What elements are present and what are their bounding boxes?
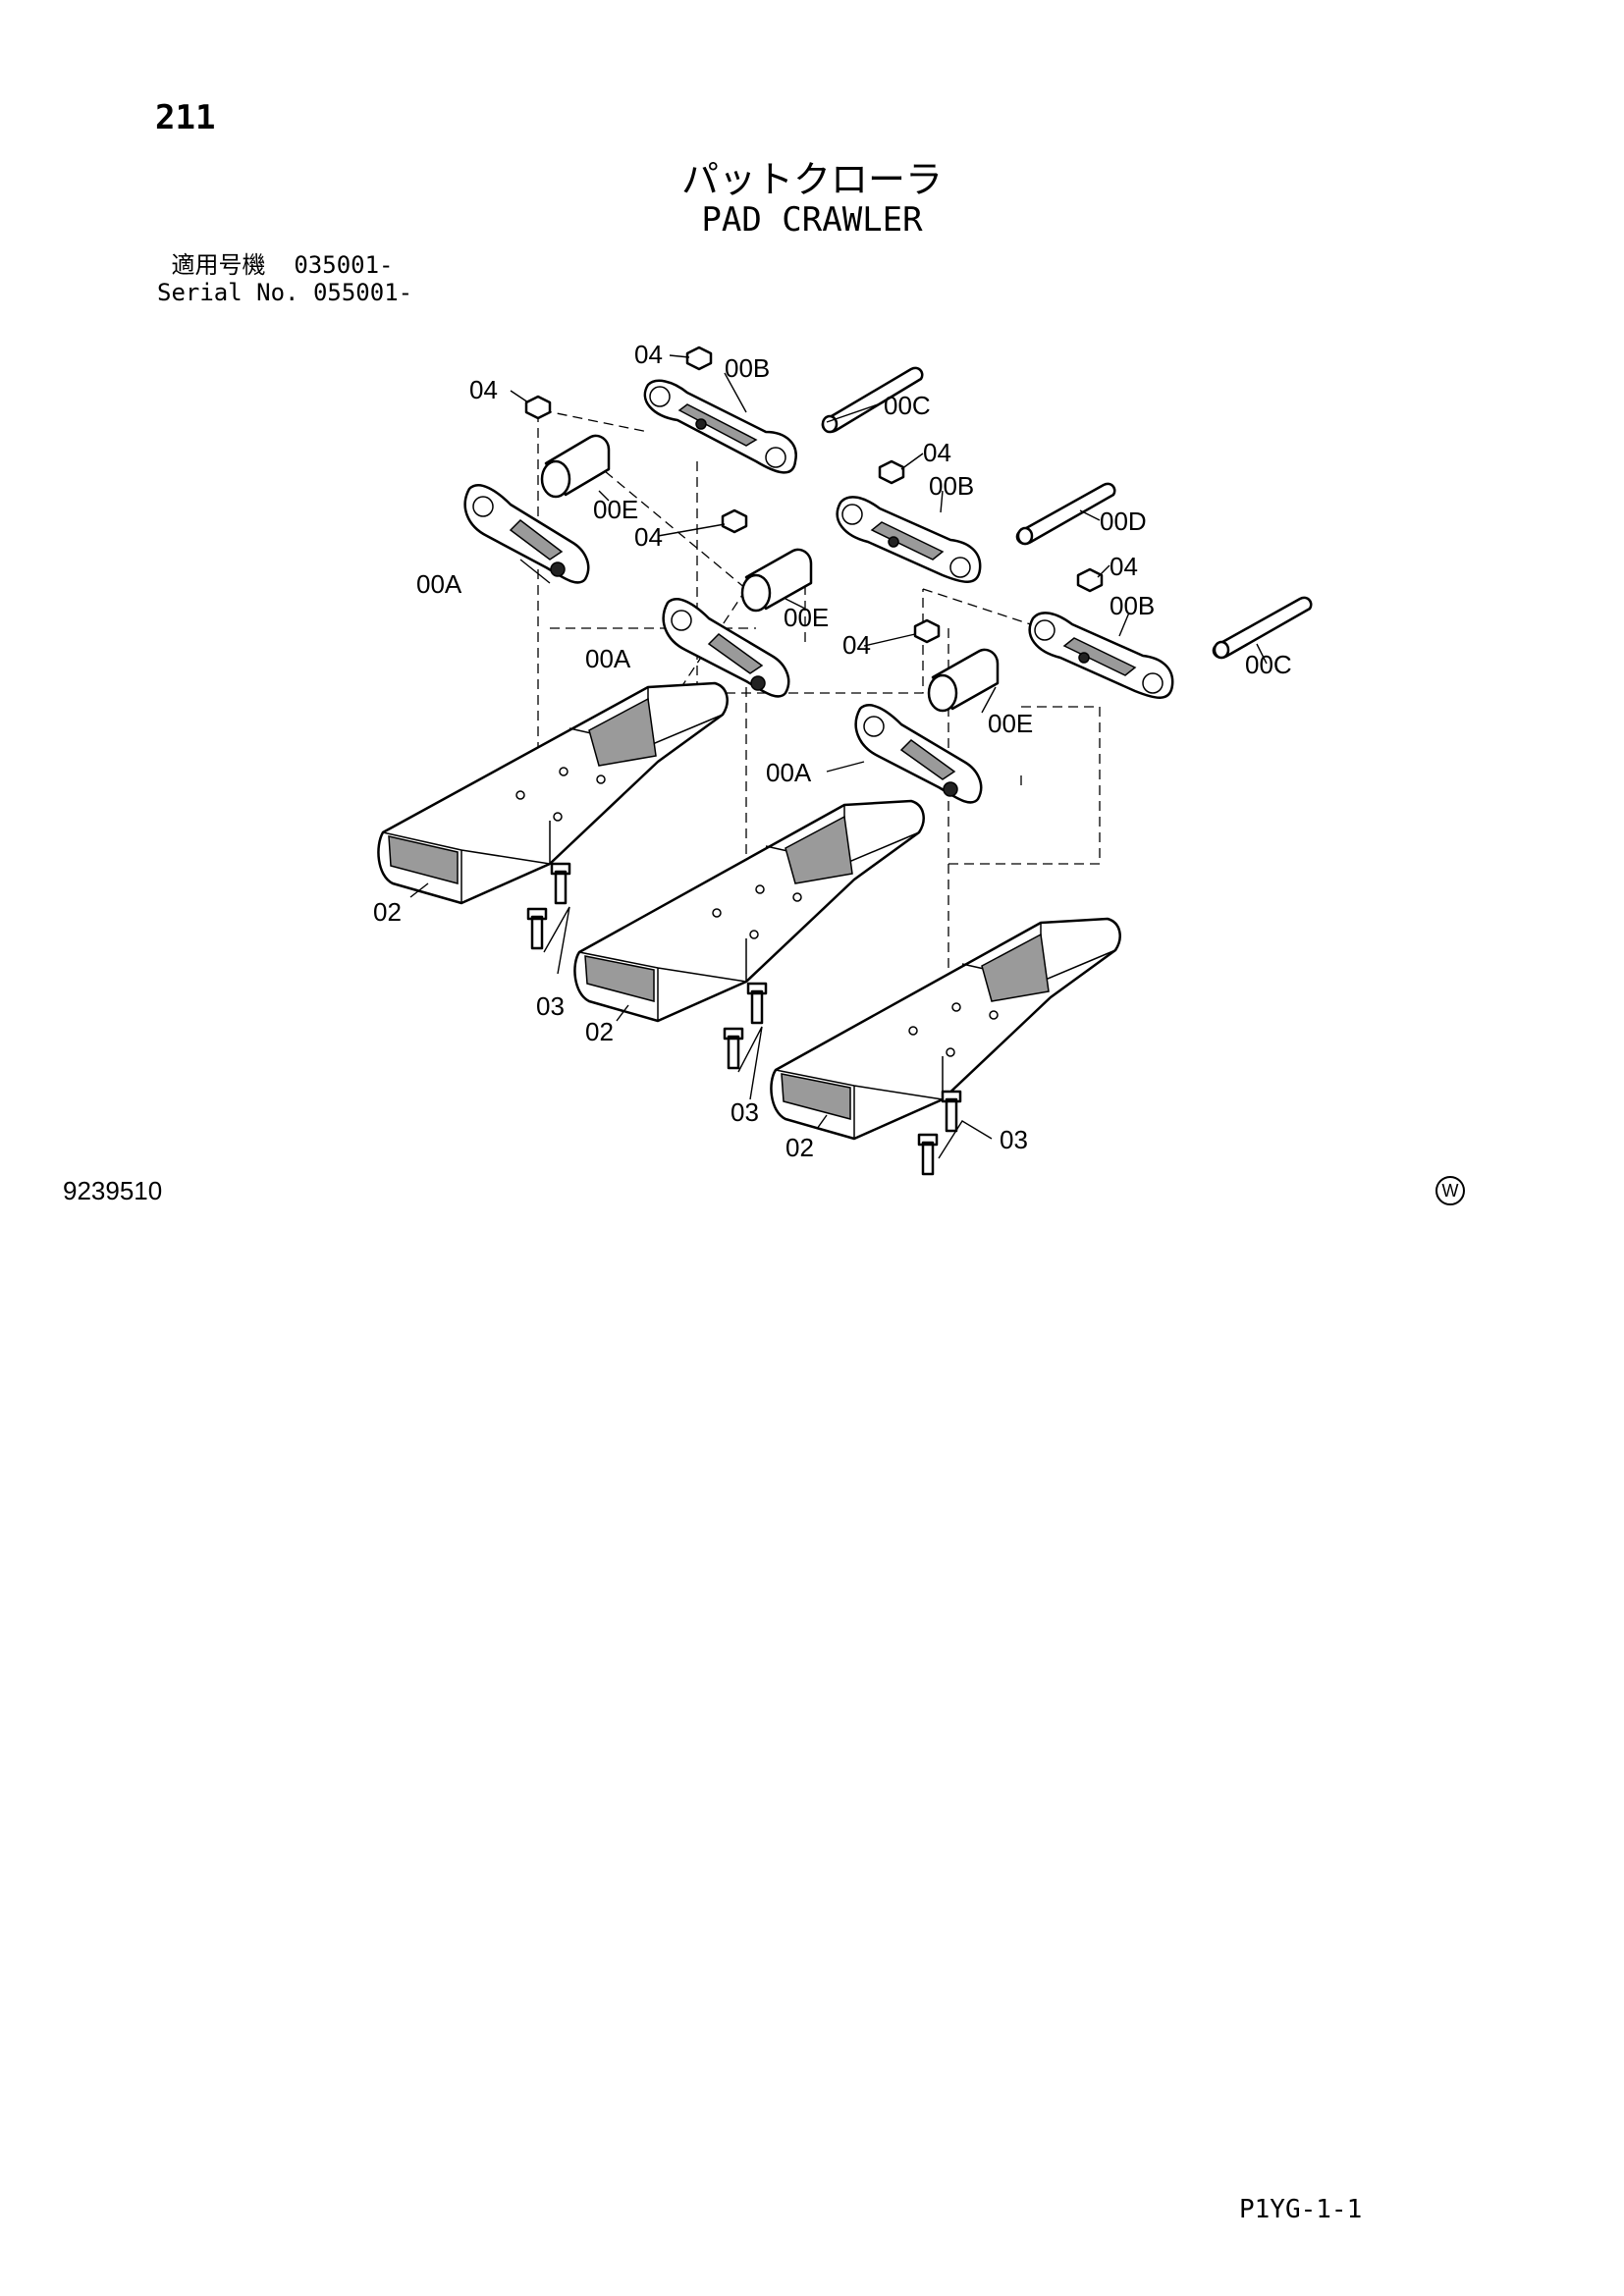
serial-value-jp: 035001- — [294, 251, 394, 279]
nut-04-group — [524, 346, 1104, 644]
drawing-id: 9239510 — [63, 1176, 163, 1205]
exploded-parts-diagram: 04 04 00B 00C 04 00B 00E 04 00D 00A 04 0… — [373, 340, 1313, 1176]
callout-c17: 00E — [988, 709, 1033, 738]
bush-00e-lower — [927, 648, 1000, 713]
title-japanese: パットクローラ — [680, 158, 943, 201]
link-00b-right — [1028, 612, 1174, 699]
callout-c07: 00E — [593, 495, 638, 524]
serial-applicability: 適用号機 035001- Serial No. 055001- — [157, 251, 412, 306]
page-code: P1YG-1-1 — [1239, 2195, 1363, 2224]
link-00b-top — [643, 379, 797, 474]
callout-c15: 04 — [842, 630, 871, 660]
link-00a-middle — [662, 598, 790, 698]
callout-c23: 02 — [785, 1133, 814, 1162]
link-00b-middle — [836, 496, 982, 583]
callout-c19: 02 — [373, 897, 402, 927]
bush-00e-top — [540, 434, 611, 499]
callout-c01: 04 — [469, 375, 498, 404]
title-english: PAD CRAWLER — [701, 200, 923, 240]
pad-shoe-1 — [377, 681, 729, 905]
page-number: 211 — [155, 98, 216, 137]
link-00a-lower — [854, 704, 983, 804]
callout-c18: 00A — [766, 758, 812, 787]
serial-row-en: Serial No. 055001- — [157, 279, 412, 306]
callout-c12: 00B — [1110, 591, 1155, 620]
callout-c21: 02 — [585, 1017, 614, 1046]
callout-c22: 03 — [731, 1097, 759, 1127]
callout-c14: 00A — [585, 644, 631, 673]
serial-label-en: Serial No. — [157, 279, 299, 306]
pad-shoe-2 — [573, 799, 925, 1023]
leader-lines — [409, 354, 1268, 1159]
brand-mark-icon: W — [1435, 1176, 1465, 1205]
serial-label-jp: 適用号機 — [171, 251, 266, 279]
callout-c02: 04 — [634, 340, 663, 369]
callout-c09: 00D — [1100, 507, 1147, 536]
bolt-03-group — [526, 862, 962, 1176]
callout-c11: 04 — [1110, 552, 1138, 581]
callout-c08: 04 — [634, 522, 663, 552]
serial-row-jp: 適用号機 035001- — [157, 251, 412, 279]
callout-c20: 03 — [536, 991, 565, 1021]
callout-c04: 00C — [884, 391, 931, 420]
callout-c16: 00C — [1245, 650, 1292, 679]
callout-c24: 03 — [1000, 1125, 1028, 1154]
callout-c13: 00E — [784, 603, 829, 632]
callout-c06: 00B — [929, 471, 974, 501]
pin-00c-right — [1212, 596, 1313, 660]
callout-c05: 04 — [923, 438, 951, 467]
link-00a-top — [463, 484, 590, 584]
pin-00d — [1015, 482, 1116, 546]
pad-shoe-3 — [770, 917, 1121, 1141]
bush-00e-middle — [740, 548, 813, 613]
callout-c10: 00A — [416, 569, 462, 599]
serial-value-en: 055001- — [312, 279, 413, 306]
callout-c03: 00B — [725, 353, 770, 383]
callout-labels: 04 04 00B 00C 04 00B 00E 04 00D 00A 04 0… — [373, 340, 1292, 1162]
